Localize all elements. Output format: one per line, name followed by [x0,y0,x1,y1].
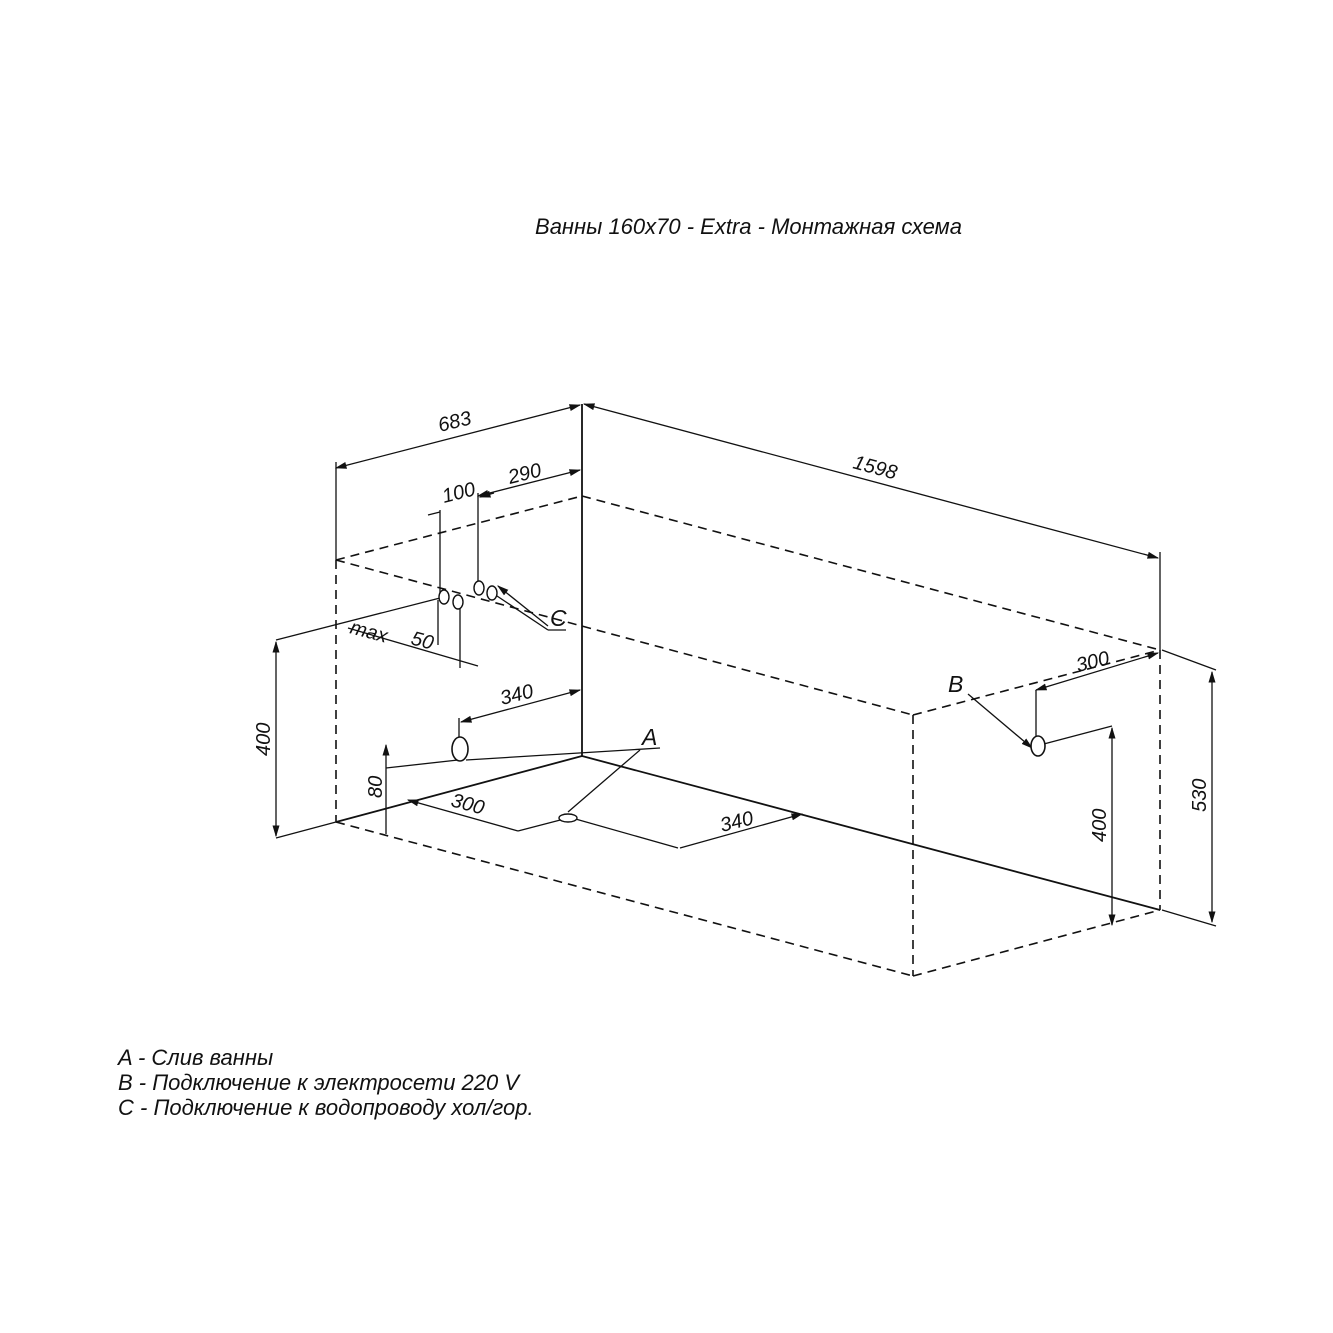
dim-290: 290 [505,459,544,489]
dim-max: max [348,617,391,648]
dim-80: 80 [365,776,387,798]
inlet-c-pipes [438,580,498,610]
marker-c: C [550,605,567,631]
marker-b: B [948,671,963,697]
dim-530: 530 [1189,779,1211,812]
dim-300-right: 300 [1074,647,1112,676]
drain-a-outlet [558,813,578,823]
drain-a-overflow [451,736,469,762]
dim-1598: 1598 [851,452,900,485]
dim-100: 100 [440,478,478,507]
page-title: Ванны 160х70 - Extra - Монтажная схема [535,214,962,239]
dim-340-bottom: 340 [718,807,756,836]
dim-683: 683 [436,407,474,436]
power-b-point [1030,735,1046,757]
dim-340-top: 340 [498,680,536,709]
dim-400-right: 400 [1089,809,1111,842]
dim-400-left: 400 [253,723,275,756]
marker-a: A [640,724,657,750]
legend-item-a: A - Слив ванны [118,1045,274,1070]
legend-item-c: C - Подключение к водопроводу хол/гор. [118,1095,534,1120]
dim-50: 50 [409,628,436,655]
dimension-lines [272,403,1217,927]
leader-lines [465,585,1033,813]
legend: A - Слив ванны B - Подключение к электро… [118,1045,534,1120]
legend-item-b: B - Подключение к электросети 220 V [118,1070,520,1095]
bathtub-floor-lines [335,404,1161,911]
dim-300-bottom: 300 [449,790,487,820]
